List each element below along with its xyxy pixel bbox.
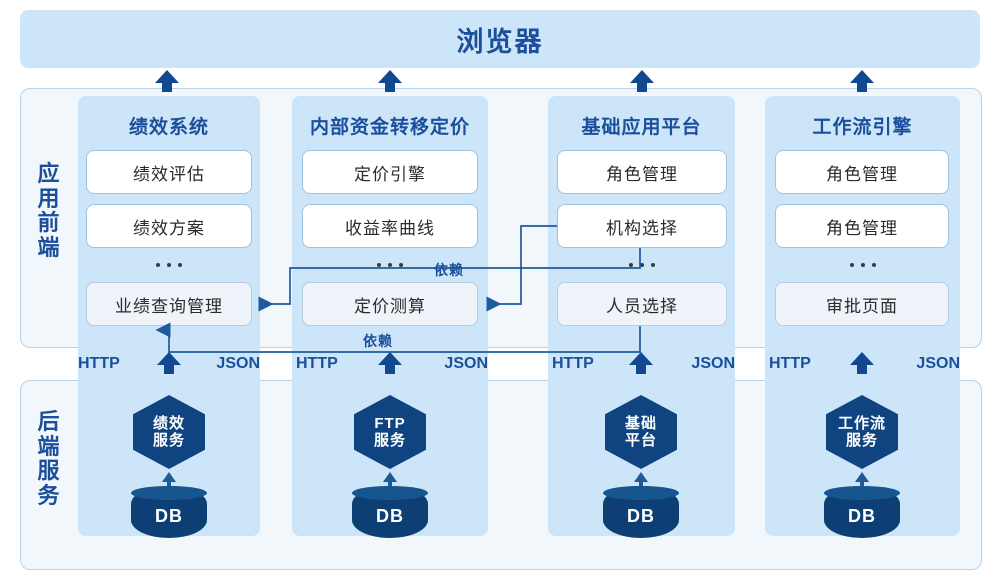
- database-label: DB: [155, 505, 183, 526]
- module-workflow-2[interactable]: 角色管理: [775, 204, 949, 248]
- up-arrow-icon-browser-workflow: [850, 70, 874, 92]
- browser-label: 浏览器: [456, 26, 544, 57]
- column-title-workflow: 工作流引擎: [812, 116, 913, 138]
- module-ftp-1[interactable]: 定价引擎: [302, 150, 478, 194]
- up-arrow-icon-browser-ftp: [378, 70, 402, 92]
- protocol-json-workflow: JSON: [916, 355, 960, 372]
- protocol-http-platform: HTTP: [552, 355, 594, 372]
- module-platform-3[interactable]: 人员选择: [557, 282, 727, 326]
- protocol-json-platform: JSON: [691, 355, 735, 372]
- service-name-line-2: 服务: [373, 432, 406, 449]
- service-name-line-2: 服务: [845, 432, 878, 449]
- frontend-label-char-4: 端: [37, 234, 61, 260]
- module-platform-2[interactable]: 机构选择: [557, 204, 727, 248]
- up-arrow-icon-protocol-workflow: [850, 352, 874, 374]
- protocol-http-performance: HTTP: [78, 355, 120, 372]
- up-arrow-icon-protocol-platform: [629, 352, 653, 374]
- service-name-line-2: 平台: [624, 432, 657, 449]
- module-workflow-1[interactable]: 角色管理: [775, 150, 949, 194]
- dependency-label-lower: 依赖: [363, 333, 393, 349]
- backend-layer-label: 后 端 服 务: [32, 409, 66, 509]
- module-ftp-2[interactable]: 收益率曲线: [302, 204, 478, 248]
- module-performance-3[interactable]: 业绩查询管理: [86, 282, 252, 326]
- ellipsis-platform: [548, 258, 735, 272]
- backend-label-char-4: 务: [37, 482, 61, 508]
- service-name-line-2: 服务: [152, 432, 185, 449]
- frontend-label-char-2: 用: [37, 185, 61, 211]
- module-ftp-3[interactable]: 定价测算: [302, 282, 478, 326]
- service-name-line-1: 绩效: [152, 414, 185, 432]
- protocol-http-workflow: HTTP: [769, 355, 811, 372]
- protocol-json-performance: JSON: [216, 355, 260, 372]
- backend-label-char-1: 后: [37, 409, 61, 434]
- up-arrow-icon-protocol-ftp: [378, 352, 402, 374]
- up-arrow-icon-browser-performance: [155, 70, 179, 92]
- browser-layer-bar: 浏览器: [20, 10, 980, 68]
- service-name-line-1: FTP: [374, 414, 406, 432]
- up-arrow-icon-browser-platform: [630, 70, 654, 92]
- database-ftp[interactable]: DB: [352, 486, 428, 538]
- frontend-label-char-1: 应: [37, 161, 61, 186]
- column-title-ftp: 内部资金转移定价: [309, 116, 470, 138]
- module-performance-1[interactable]: 绩效评估: [86, 150, 252, 194]
- ellipsis-performance: [78, 258, 260, 272]
- database-performance[interactable]: DB: [131, 486, 207, 538]
- module-performance-2[interactable]: 绩效方案: [86, 204, 252, 248]
- frontend-label-char-3: 前: [37, 210, 61, 236]
- service-name-line-1: 工作流: [837, 414, 886, 432]
- database-workflow[interactable]: DB: [824, 486, 900, 538]
- ellipsis-workflow: [765, 258, 960, 272]
- backend-label-char-3: 服: [37, 458, 61, 484]
- column-title-performance: 绩效系统: [128, 116, 209, 138]
- protocol-json-ftp: JSON: [444, 355, 488, 372]
- frontend-layer-label: 应 用 前 端: [32, 161, 66, 261]
- column-title-platform: 基础应用平台: [581, 116, 702, 138]
- database-label: DB: [376, 505, 404, 526]
- module-platform-1[interactable]: 角色管理: [557, 150, 727, 194]
- database-platform[interactable]: DB: [603, 486, 679, 538]
- protocol-http-ftp: HTTP: [296, 355, 338, 372]
- module-workflow-3[interactable]: 审批页面: [775, 282, 949, 326]
- database-label: DB: [627, 505, 655, 526]
- service-name-line-1: 基础: [624, 414, 657, 432]
- up-arrow-icon-protocol-performance: [157, 352, 181, 374]
- database-label: DB: [848, 505, 876, 526]
- backend-label-char-2: 端: [37, 433, 61, 459]
- dependency-label-upper: 依赖: [434, 262, 464, 278]
